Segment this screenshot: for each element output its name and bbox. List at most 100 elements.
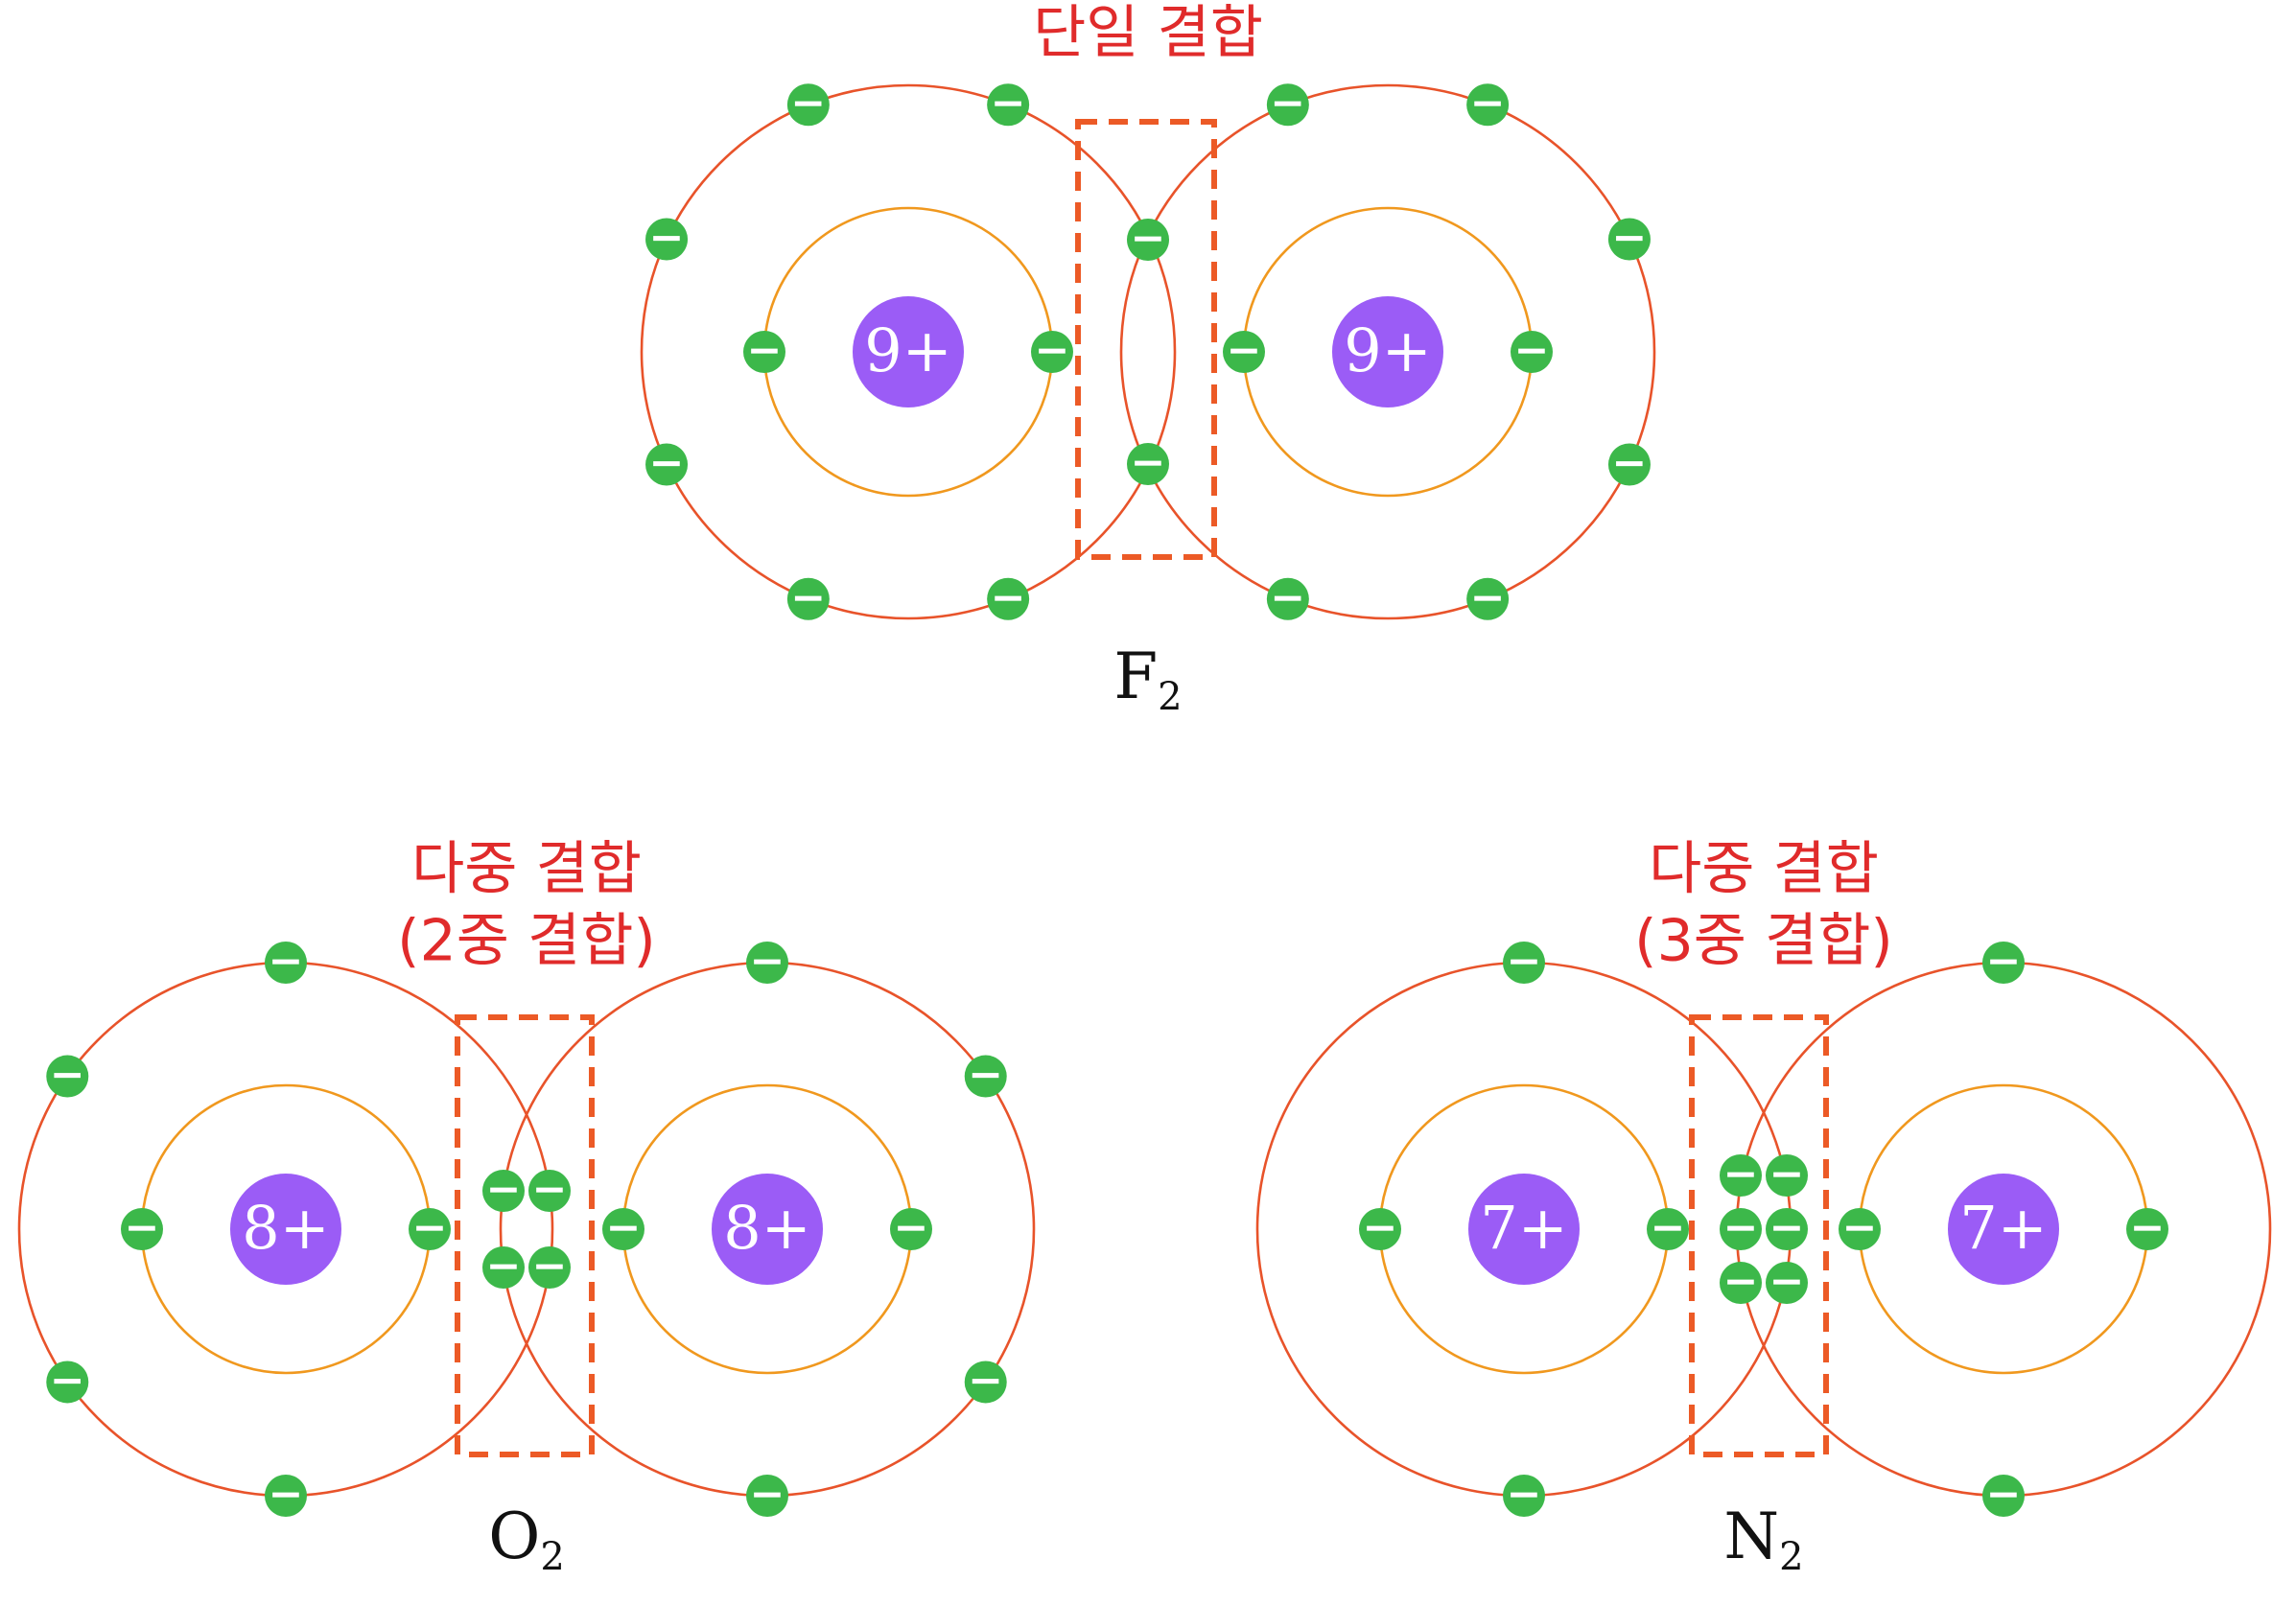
minus-sign-icon: −: [125, 1203, 160, 1252]
electron-dot: [265, 1475, 307, 1517]
minus-sign-icon: −: [1363, 1203, 1398, 1252]
electron-dot: [743, 331, 785, 373]
shared-pair-box: [1689, 1014, 1829, 1457]
minus-sign-icon: −: [1612, 438, 1648, 487]
electron-dot: [1511, 331, 1553, 373]
electron-dot: [265, 942, 307, 984]
minus-sign-icon: −: [649, 214, 685, 263]
nucleus-charge-label: 9+: [864, 315, 951, 385]
electron: −: [1127, 214, 1169, 263]
electron: −: [121, 1203, 163, 1252]
molecule-formula: O2: [488, 1500, 565, 1579]
shared-pair-box: [455, 1014, 595, 1457]
electron-dot: [1223, 331, 1265, 373]
minus-sign-icon: −: [1131, 214, 1166, 263]
minus-sign-icon: −: [1612, 214, 1648, 263]
minus-sign-icon: −: [486, 1165, 522, 1214]
electron-dot: [1266, 83, 1309, 127]
electron-dot: [645, 443, 689, 486]
minus-sign-icon: −: [747, 326, 783, 375]
minus-sign-icon: −: [790, 573, 826, 622]
formula-subscript: 2: [1158, 675, 1182, 719]
minus-sign-icon: −: [750, 937, 785, 986]
electron: −: [645, 214, 689, 263]
minus-sign-icon: −: [1514, 326, 1550, 375]
electron-dot: [482, 1170, 525, 1212]
bond-type-label: (3중 결합): [1634, 908, 1893, 975]
electron-dot: [964, 1055, 1007, 1098]
electron-dot: [1607, 218, 1651, 261]
minus-sign-icon: −: [532, 1165, 568, 1214]
electron: −: [1766, 1257, 1808, 1306]
nucleus-2: [1332, 296, 1443, 407]
electron-dot: [1503, 1475, 1545, 1517]
electron-dot: [2126, 1208, 2168, 1250]
shared-pair-box: [1075, 119, 1217, 560]
electron: −: [602, 1203, 644, 1252]
electron: −: [890, 1203, 932, 1252]
minus-sign-icon: −: [1769, 1150, 1805, 1198]
electron-dot: [1127, 219, 1169, 261]
electron: −: [46, 1051, 89, 1100]
minus-sign-icon: −: [1270, 79, 1305, 128]
electron: −: [1607, 214, 1651, 263]
electron: −: [1720, 1257, 1762, 1306]
electron: −: [265, 937, 307, 986]
minus-sign-icon: −: [1131, 438, 1166, 487]
electron: −: [1720, 1203, 1762, 1252]
electron: −: [1503, 1470, 1545, 1519]
electron: −: [746, 937, 788, 986]
electron-dot: [1127, 443, 1169, 485]
molecule-n2: 7+7+−−−−−−−−−−−−−−다중 결합(3중 결합)N2: [1255, 836, 2272, 1579]
formula-element: O: [488, 1500, 540, 1573]
minus-sign-icon: −: [1507, 1470, 1542, 1519]
minus-sign-icon: −: [649, 438, 685, 487]
bond-type-label: (2중 결합): [397, 908, 656, 975]
electron: −: [1031, 326, 1073, 375]
electron: −: [1223, 326, 1265, 375]
minus-sign-icon: −: [1507, 937, 1542, 986]
electron-dot: [1766, 1262, 1808, 1304]
minus-sign-icon: −: [50, 1051, 85, 1100]
minus-sign-icon: −: [790, 79, 826, 128]
electron-dot: [964, 1361, 1007, 1404]
electron-dot: [409, 1208, 451, 1250]
minus-sign-icon: −: [486, 1242, 522, 1291]
electron-dot: [1466, 83, 1510, 127]
electron-dot: [1720, 1154, 1762, 1197]
minus-sign-icon: −: [991, 573, 1026, 622]
electron: −: [743, 326, 785, 375]
electron: −: [409, 1203, 451, 1252]
electron-dot: [1720, 1262, 1762, 1304]
minus-sign-icon: −: [2130, 1203, 2166, 1252]
minus-sign-icon: −: [269, 1470, 304, 1519]
electron: −: [987, 79, 1030, 128]
electron: −: [1466, 79, 1510, 128]
formula-element: F: [1113, 640, 1158, 713]
nucleus-1: [230, 1174, 341, 1285]
electron-dot: [645, 218, 689, 261]
electron-dot: [746, 1475, 788, 1517]
minus-sign-icon: −: [532, 1242, 568, 1291]
electron-dot: [1720, 1208, 1762, 1250]
nucleus-charge-label: 7+: [1959, 1193, 2047, 1263]
electron: −: [1982, 937, 2025, 986]
electron: −: [1766, 1203, 1808, 1252]
electron-dot: [528, 1246, 571, 1289]
electron: −: [482, 1242, 525, 1291]
electron: −: [645, 438, 689, 487]
minus-sign-icon: −: [750, 1470, 785, 1519]
nucleus-2: [1948, 1174, 2059, 1285]
nucleus-2: [712, 1174, 823, 1285]
electron: −: [1127, 438, 1169, 487]
electron: −: [1982, 1470, 2025, 1519]
electron-dot: [1503, 942, 1545, 984]
nucleus-1: [853, 296, 964, 407]
minus-sign-icon: −: [269, 937, 304, 986]
electron: −: [1511, 326, 1553, 375]
nucleus-1: [1468, 1174, 1580, 1285]
minus-sign-icon: −: [1986, 1470, 2022, 1519]
electron-dot: [121, 1208, 163, 1250]
electron-dot: [890, 1208, 932, 1250]
